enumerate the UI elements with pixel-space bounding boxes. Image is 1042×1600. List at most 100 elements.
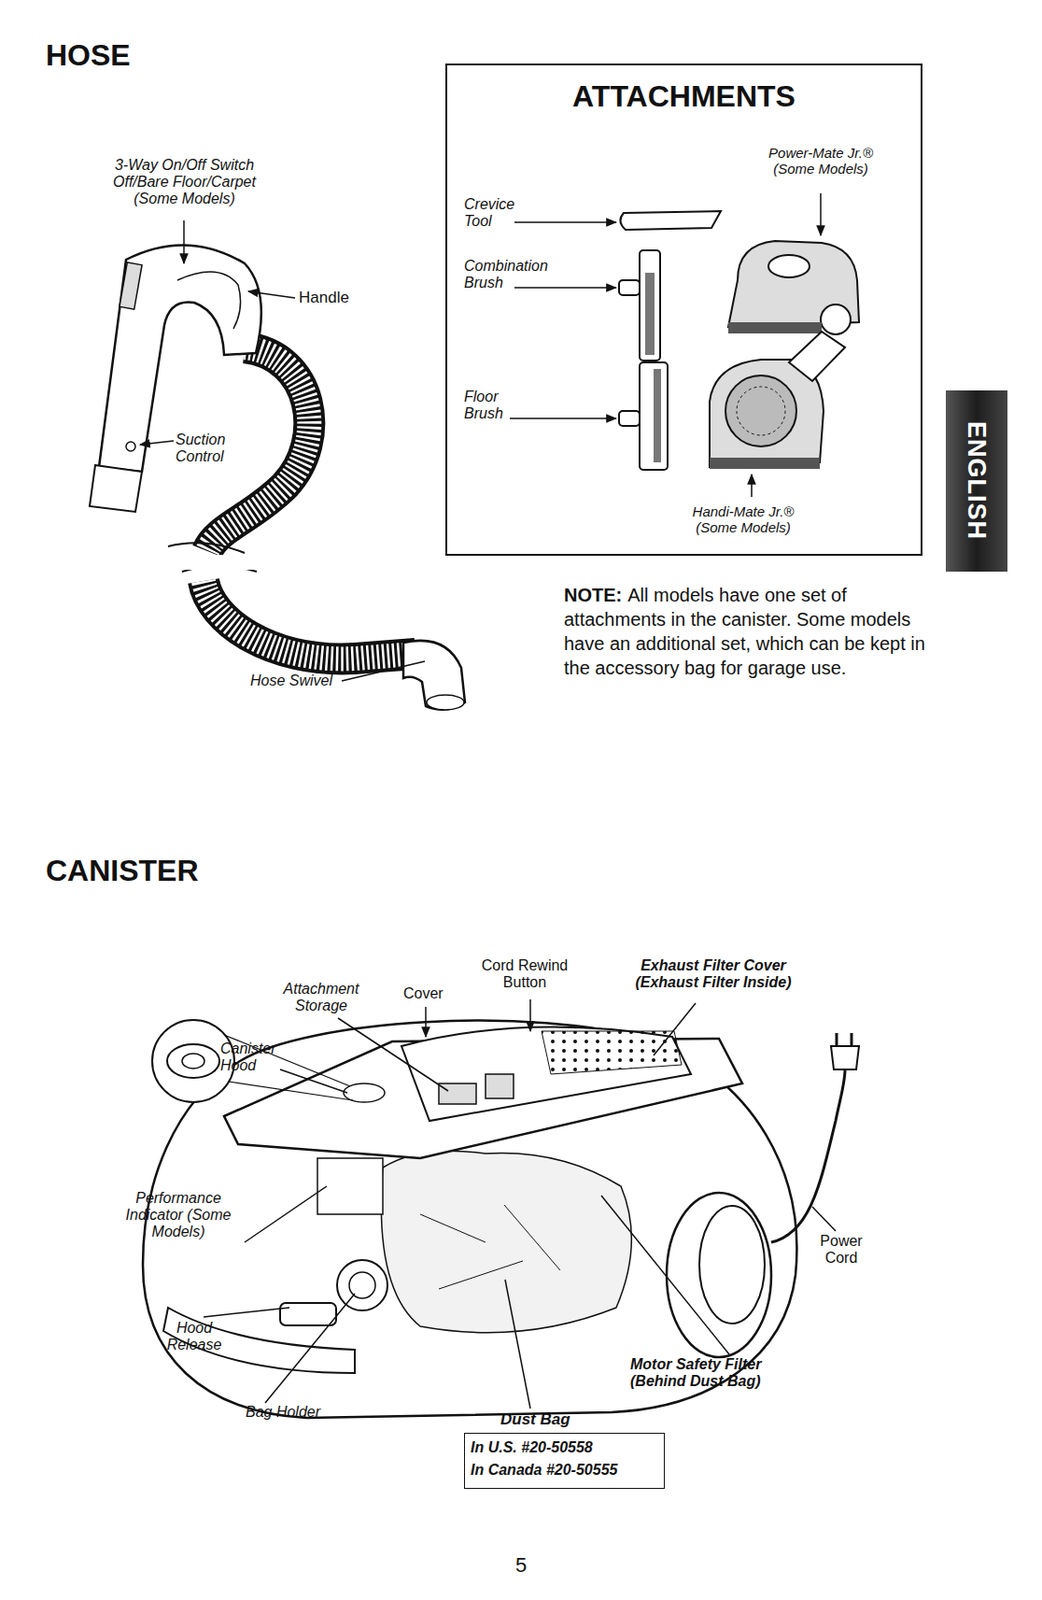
- leader-line: [505, 1279, 531, 1409]
- wand-end: [89, 464, 142, 512]
- attachment-storage: [438, 1083, 477, 1104]
- break-gap: [168, 554, 262, 570]
- bag-wrinkles: [420, 1204, 561, 1289]
- part-label: Handle: [298, 288, 350, 307]
- power-mate-wheel: [820, 304, 851, 335]
- leader-line: [140, 440, 174, 445]
- exhaust-grille: [541, 1030, 682, 1074]
- suction-control: [126, 441, 136, 451]
- switch: [119, 262, 142, 310]
- leader-line: [265, 1293, 355, 1403]
- hood-cover: [401, 1027, 691, 1121]
- plug-prongs: [836, 1032, 852, 1046]
- text-block: Exhaust Filter Cover (Exhaust Filter Ins…: [610, 957, 817, 991]
- leader-line: [337, 1017, 449, 1091]
- part-label: Cover: [403, 985, 444, 1001]
- attachments-box: ATTACHMENTS Power-Mate Jr.® (Some Models)…: [445, 63, 923, 556]
- leader-line: [341, 661, 425, 681]
- part-label: 3-Way On/Off Switch Off/Bare Floor/Carpe…: [112, 156, 256, 207]
- handi-mate-neck: [788, 331, 845, 381]
- brush-bristles: [645, 272, 655, 355]
- leader-line: [280, 1069, 348, 1093]
- part-label: Combination Brush: [464, 257, 569, 292]
- text-block: Cover: [403, 985, 460, 1002]
- part-label: Performance Indicator (Some Models): [126, 1189, 232, 1240]
- plug: [830, 1045, 859, 1070]
- text-block: Hose Swivel: [250, 672, 353, 690]
- power-cord: [771, 1069, 845, 1242]
- canister-body: [142, 1020, 797, 1418]
- indicator-detail: [167, 1043, 220, 1078]
- part-label: Suction Control: [175, 431, 226, 465]
- text-block: HOSE: [45, 39, 196, 73]
- hose-swivel: [403, 640, 465, 710]
- leader-line: [424, 1006, 427, 1037]
- part-label: Bag Holder: [245, 1403, 321, 1420]
- box-heading: ATTACHMENTS: [447, 80, 921, 114]
- leader-line: [514, 221, 617, 224]
- handi-mate-dial: [725, 375, 797, 447]
- text-block: Attachment Storage: [274, 980, 368, 1014]
- text-block: Handle: [298, 288, 374, 307]
- part-label: Attachment Storage: [283, 980, 360, 1014]
- text-block: Power Cord: [808, 1232, 874, 1267]
- power-mate-base: [728, 322, 822, 334]
- text-block: Dust Bag: [500, 1409, 613, 1428]
- part-label: Cord Rewind Button: [481, 957, 568, 990]
- part-label: Power Cord: [819, 1232, 862, 1266]
- leader-line: [601, 1195, 730, 1354]
- hose-tube: [203, 580, 416, 659]
- leader-line: [183, 220, 185, 264]
- hose-handle: [98, 244, 262, 472]
- tab-text: ENGLISH: [945, 390, 1008, 572]
- text-block: Performance Indicator (Some Models): [120, 1189, 237, 1240]
- brush-neck: [619, 280, 640, 296]
- detail-line: [228, 1081, 353, 1100]
- note-heading: NOTE:: [563, 584, 622, 606]
- part-label: Hose Swivel: [250, 672, 333, 689]
- text-block: Bag Holder: [245, 1403, 349, 1421]
- leader-line: [812, 1206, 836, 1231]
- text-block: Hood Release: [156, 1319, 232, 1353]
- leader-line: [203, 1307, 290, 1317]
- handle-grip: [177, 271, 241, 329]
- text-block: Motor Safety Filter (Behind Dust Bag): [630, 1355, 803, 1390]
- part-number-box: In U.S. #20-50558 In Canada #20-50555: [464, 1432, 665, 1489]
- bag-holder-ring: [349, 1271, 376, 1298]
- page-number: 5: [515, 1552, 527, 1577]
- floor-brush: [639, 362, 668, 470]
- dial-ridges: [736, 386, 786, 436]
- text-block: CANISTER: [45, 854, 252, 888]
- section-heading: HOSE: [45, 38, 131, 72]
- combination-brush: [639, 250, 661, 361]
- brush-bristles: [653, 368, 662, 463]
- indicator-detail: [182, 1053, 205, 1069]
- leader-line: [248, 291, 296, 298]
- part-label: Crevice Tool: [464, 196, 535, 230]
- attachment-storage: [485, 1073, 514, 1099]
- part-label: Floor Brush: [464, 388, 521, 423]
- leader-line: [529, 999, 532, 1031]
- part-number: In U.S. #20-50558: [470, 1438, 658, 1456]
- part-label: Motor Safety Filter (Behind Dust Bag): [630, 1355, 761, 1389]
- text-block: 3-Way On/Off Switch Off/Bare Floor/Carpe…: [98, 156, 271, 208]
- leader-line: [509, 417, 617, 420]
- swivel-opening: [426, 694, 465, 710]
- leader-line: [653, 1002, 696, 1056]
- crevice-tool: [619, 211, 721, 230]
- leader-line: [750, 474, 753, 497]
- part-number: In Canada #20-50555: [470, 1461, 658, 1479]
- rear-wheel: [666, 1192, 772, 1357]
- handi-mate-base: [709, 457, 820, 469]
- wheel-hub: [699, 1205, 765, 1324]
- part-label: Power-Mate Jr.® (Some Models): [760, 145, 882, 178]
- hose-ribs: [203, 580, 416, 659]
- break-mark: [168, 542, 245, 553]
- section-heading: CANISTER: [45, 853, 199, 888]
- leader-line: [244, 1185, 327, 1242]
- part-label: Canister Hood: [220, 1040, 277, 1073]
- part-label: Dust Bag: [500, 1409, 571, 1428]
